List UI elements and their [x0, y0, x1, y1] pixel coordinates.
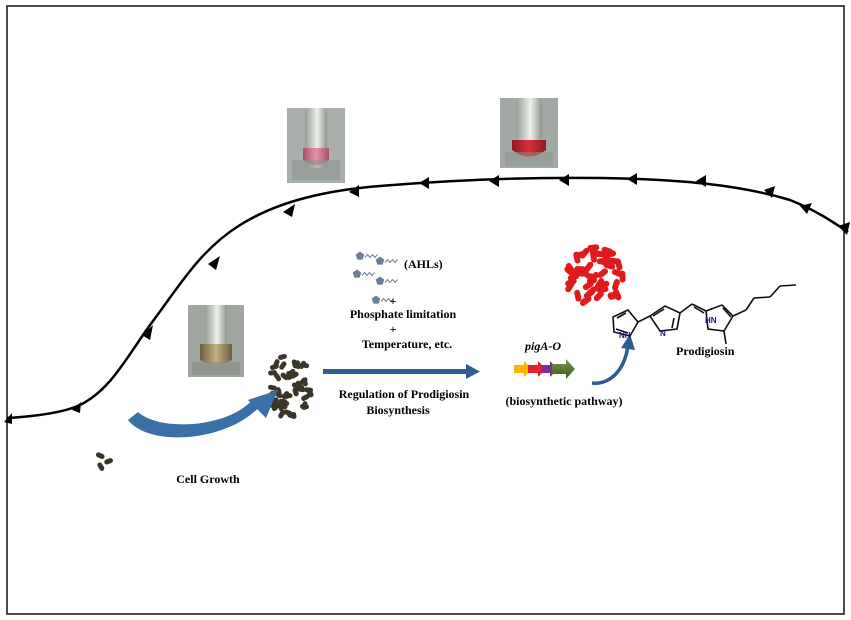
pathway-label: (biosynthetic pathway): [505, 394, 622, 408]
rod-shaped-cell-icon: [301, 377, 308, 387]
plus-sign-1: +: [390, 294, 397, 308]
temperature-label: Temperature, etc.: [362, 337, 452, 351]
gene-cluster: [514, 359, 575, 379]
rod-shaped-cell-icon: [295, 360, 301, 370]
rod-shaped-cell-icon: [573, 251, 581, 264]
gene-arrow-4: [552, 359, 575, 379]
dense-dark-cells: [264, 353, 314, 419]
prodigiosin-label: Prodigiosin: [676, 344, 735, 358]
ahl-tail: [361, 271, 375, 277]
rod-shaped-cell-icon: [278, 353, 287, 360]
ahl-tail: [364, 253, 378, 259]
curve-arrowhead: [764, 186, 775, 198]
ahl-molecule-icon: [371, 295, 381, 304]
rod-shaped-cell-icon: [597, 268, 608, 279]
rod-shaped-cell-icon: [301, 401, 308, 411]
rod-shaped-cell-icon: [290, 371, 299, 379]
rod-shaped-cell-icon: [586, 286, 598, 296]
test-tube-red: [500, 98, 558, 168]
ahl-molecules: [352, 251, 398, 304]
curve-arrowhead: [800, 203, 812, 214]
rod-shaped-cell-icon: [595, 278, 605, 290]
rod-shaped-cell-icon: [304, 387, 314, 393]
rod-shaped-cell-icon: [97, 462, 105, 471]
regulation-arrow: [323, 364, 480, 379]
rod-shaped-cell-icon: [273, 372, 282, 382]
rod-shaped-cell-icon: [273, 359, 280, 368]
rod-shaped-cell-icon: [608, 292, 620, 300]
test-tube-pink: [287, 108, 345, 183]
ahl-label: (AHLs): [404, 257, 443, 271]
curve-arrowhead: [72, 402, 81, 413]
gene-arrow-2: [528, 361, 546, 377]
ahl-tail: [380, 297, 394, 303]
rod-shaped-cell-icon: [301, 394, 310, 401]
rod-shaped-cell-icon: [291, 382, 300, 391]
gene-arrow-1: [514, 361, 532, 377]
curve-arrowhead: [142, 325, 153, 340]
regulation-label-line2: Biosynthesis: [366, 403, 430, 417]
rod-shaped-cell-icon: [608, 257, 621, 265]
ahl-molecule-icon: [355, 251, 365, 260]
curve-arrowhead: [489, 175, 499, 187]
rod-shaped-cell-icon: [95, 452, 105, 460]
rod-shaped-cell-icon: [574, 289, 582, 302]
rod-shaped-cell-icon: [280, 399, 290, 406]
rod-shaped-cell-icon: [582, 280, 594, 291]
cell-growth-arrow: [128, 390, 278, 438]
rod-shaped-cell-icon: [274, 401, 284, 409]
test-tube-olive: [188, 305, 244, 377]
rod-shaped-cell-icon: [104, 458, 114, 465]
rod-shaped-cell-icon: [280, 372, 289, 381]
gene-cluster-label: pigA-O: [524, 339, 561, 353]
ahl-molecule-icon: [352, 269, 362, 278]
rod-shaped-cell-icon: [580, 296, 591, 307]
rod-shaped-cell-icon: [596, 257, 609, 265]
phosphate-label: Phosphate limitation: [350, 307, 457, 321]
ahl-tail: [384, 278, 398, 284]
rod-shaped-cell-icon: [574, 266, 587, 273]
curve-arrowhead: [4, 413, 12, 424]
ahl-molecule-icon: [375, 276, 385, 285]
structure-nh-label: NH: [619, 331, 631, 340]
curve-arrowhead: [559, 174, 569, 186]
prodigiosin-structure: [612, 284, 797, 345]
sparse-cells: [95, 452, 114, 471]
rod-shaped-cell-icon: [281, 391, 290, 400]
structure-n-label: N: [660, 329, 666, 338]
pathway-curved-arrow: [591, 334, 635, 385]
rod-shaped-cell-icon: [619, 270, 626, 283]
red-cells: [564, 244, 626, 307]
plus-sign-2: +: [390, 322, 397, 336]
regulation-label-line1: Regulation of Prodigiosin: [339, 387, 470, 401]
ahl-molecule-icon: [375, 256, 385, 265]
rod-shaped-cell-icon: [579, 248, 590, 259]
cell-growth-label: Cell Growth: [176, 472, 240, 486]
growth-curve: [6, 176, 849, 420]
rod-shaped-cell-icon: [612, 278, 620, 291]
curve-arrowhead: [627, 173, 637, 185]
growth-curve-arrowheads: [4, 173, 850, 424]
figure-border: [6, 5, 845, 615]
rod-shaped-cell-icon: [286, 371, 292, 380]
curve-arrowhead: [283, 204, 295, 217]
structure-hn-label: HN: [705, 316, 717, 325]
curve-arrowhead: [208, 256, 220, 270]
rod-shaped-cell-icon: [278, 409, 286, 419]
rod-shaped-cell-icon: [589, 271, 600, 283]
rod-shaped-cell-icon: [279, 361, 287, 370]
rod-shaped-cell-icon: [593, 290, 604, 302]
rod-shaped-cell-icon: [587, 244, 600, 252]
curve-arrowhead: [838, 222, 850, 235]
curve-arrowhead: [349, 185, 359, 197]
curve-arrowhead: [696, 175, 706, 187]
rod-shaped-cell-icon: [565, 263, 575, 275]
rod-shaped-cell-icon: [283, 409, 292, 416]
curve-arrowhead: [419, 177, 429, 189]
rod-shaped-cell-icon: [268, 384, 277, 391]
rod-shaped-cell-icon: [565, 281, 575, 293]
ahl-tail: [384, 258, 398, 264]
